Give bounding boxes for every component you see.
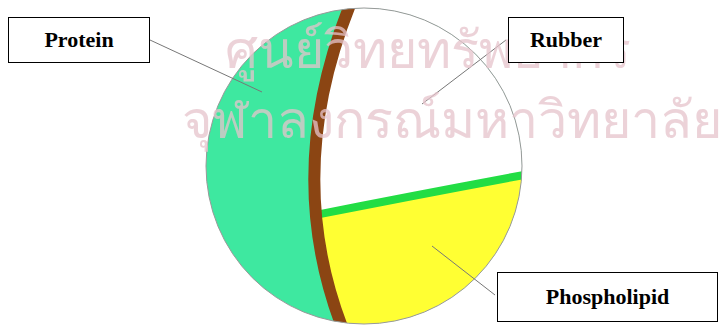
leader-line: [432, 246, 495, 295]
label-box: Phospholipid: [497, 272, 718, 322]
part-label: Protein: [44, 27, 113, 53]
part-label: Rubber: [530, 27, 602, 53]
label-box: Rubber: [508, 17, 624, 63]
label-box: Protein: [8, 17, 150, 63]
watermark-text: จุฬาลงกรณ์มหาวิทยาลัย: [182, 78, 722, 161]
part-label: Phospholipid: [546, 284, 670, 310]
